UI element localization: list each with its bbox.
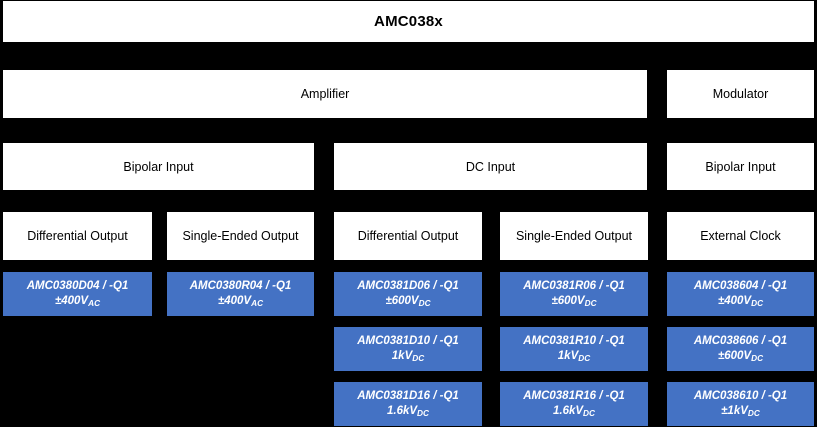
input-box-bipolar-right: Bipolar Input <box>667 143 814 190</box>
function-box-amplifier: Amplifier <box>3 70 647 118</box>
part-box[interactable]: AMC038610 / -Q1 ±1kVDC <box>667 382 814 426</box>
part-voltage-value: 1kV <box>391 350 413 362</box>
input-label-dc: DC Input <box>465 159 516 174</box>
part-voltage-rating: ±1kVDC <box>721 404 760 419</box>
part-number: AMC038606 / -Q1 <box>693 334 788 347</box>
part-box[interactable]: AMC038604 / -Q1 ±400VDC <box>667 272 814 316</box>
part-voltage-rating: 1.6kVDC <box>553 404 595 419</box>
part-box[interactable]: AMC038606 / -Q1 ±600VDC <box>667 327 814 371</box>
part-voltage-subscript: DC <box>417 409 429 418</box>
output-box-single-ended-1: Single-Ended Output <box>167 212 314 260</box>
part-voltage-subscript: DC <box>751 299 764 308</box>
output-label-single-ended-2: Single-Ended Output <box>515 229 633 243</box>
part-voltage-subscript: DC <box>412 354 425 363</box>
output-label-differential-1: Differential Output <box>27 229 128 243</box>
part-voltage-subscript: DC <box>418 299 431 308</box>
input-label-bipolar-left: Bipolar Input <box>123 159 194 174</box>
part-voltage-rating: ±600VDC <box>551 294 596 309</box>
part-number: AMC038604 / -Q1 <box>693 279 788 292</box>
part-number: AMC0380D04 / -Q1 <box>26 279 129 292</box>
output-label-single-ended-1: Single-Ended Output <box>182 229 299 243</box>
part-voltage-value: ±400V <box>54 295 89 307</box>
function-label-amplifier: Amplifier <box>300 87 350 101</box>
output-box-differential-1: Differential Output <box>3 212 152 260</box>
part-box[interactable]: AMC0381R16 / -Q1 1.6kVDC <box>500 382 648 426</box>
part-voltage-subscript: AC <box>251 299 264 308</box>
input-box-dc: DC Input <box>334 143 647 190</box>
part-voltage-value: ±400V <box>717 295 752 307</box>
part-number: AMC0381R10 / -Q1 <box>523 334 625 347</box>
part-voltage-rating: ±400VDC <box>718 294 763 309</box>
part-number: AMC038610 / -Q1 <box>693 389 788 402</box>
part-voltage-subscript: DC <box>578 354 591 363</box>
part-box[interactable]: AMC0380R04 / -Q1 ±400VAC <box>167 272 314 316</box>
part-voltage-rating: 1kVDC <box>392 349 424 364</box>
part-voltage-value: ±400V <box>217 295 252 307</box>
part-box[interactable]: AMC0380D04 / -Q1 ±400VAC <box>3 272 152 316</box>
part-number: AMC0381D06 / -Q1 <box>357 279 459 292</box>
input-label-bipolar-right: Bipolar Input <box>705 159 776 174</box>
part-number: AMC0381R16 / -Q1 <box>523 389 625 402</box>
part-voltage-subscript: DC <box>584 299 597 308</box>
input-box-bipolar-left: Bipolar Input <box>3 143 314 190</box>
part-voltage-rating: ±600VDC <box>718 349 763 364</box>
part-number: AMC0380R04 / -Q1 <box>189 279 292 292</box>
part-box[interactable]: AMC0381D10 / -Q1 1kVDC <box>334 327 482 371</box>
family-title-box: AMC038x <box>3 1 814 42</box>
part-voltage-value: ±600V <box>551 295 585 307</box>
part-voltage-subscript: DC <box>751 354 764 363</box>
part-number: AMC0381D10 / -Q1 <box>357 334 459 347</box>
part-voltage-value: ±600V <box>385 295 419 307</box>
page-title: AMC038x <box>374 13 443 30</box>
part-voltage-rating: ±400VAC <box>218 294 263 309</box>
part-voltage-value: ±600V <box>717 350 752 362</box>
output-box-differential-2: Differential Output <box>334 212 482 260</box>
part-voltage-rating: ±400VAC <box>55 294 100 309</box>
part-voltage-subscript: DC <box>583 409 595 418</box>
part-voltage-subscript: AC <box>88 299 101 308</box>
part-voltage-rating: 1.6kVDC <box>387 404 429 419</box>
part-box[interactable]: AMC0381R06 / -Q1 ±600VDC <box>500 272 648 316</box>
output-box-single-ended-2: Single-Ended Output <box>500 212 648 260</box>
function-label-modulator: Modulator <box>712 87 769 101</box>
part-box[interactable]: AMC0381D06 / -Q1 ±600VDC <box>334 272 482 316</box>
part-box[interactable]: AMC0381D16 / -Q1 1.6kVDC <box>334 382 482 426</box>
part-box[interactable]: AMC0381R10 / -Q1 1kVDC <box>500 327 648 371</box>
function-box-modulator: Modulator <box>667 70 814 118</box>
output-label-differential-2: Differential Output <box>357 229 459 243</box>
part-voltage-value: ±1kV <box>721 405 748 417</box>
output-label-external-clock: External Clock <box>700 229 781 243</box>
part-voltage-value: 1.6kV <box>552 405 584 417</box>
part-voltage-rating: 1kVDC <box>558 349 590 364</box>
part-voltage-rating: ±600VDC <box>385 294 430 309</box>
part-voltage-value: 1.6kV <box>386 405 418 417</box>
part-number: AMC0381D16 / -Q1 <box>357 389 459 402</box>
output-box-external-clock: External Clock <box>667 212 814 260</box>
part-voltage-subscript: DC <box>747 409 760 418</box>
part-number: AMC0381R06 / -Q1 <box>523 279 625 292</box>
part-voltage-value: 1kV <box>557 350 579 362</box>
